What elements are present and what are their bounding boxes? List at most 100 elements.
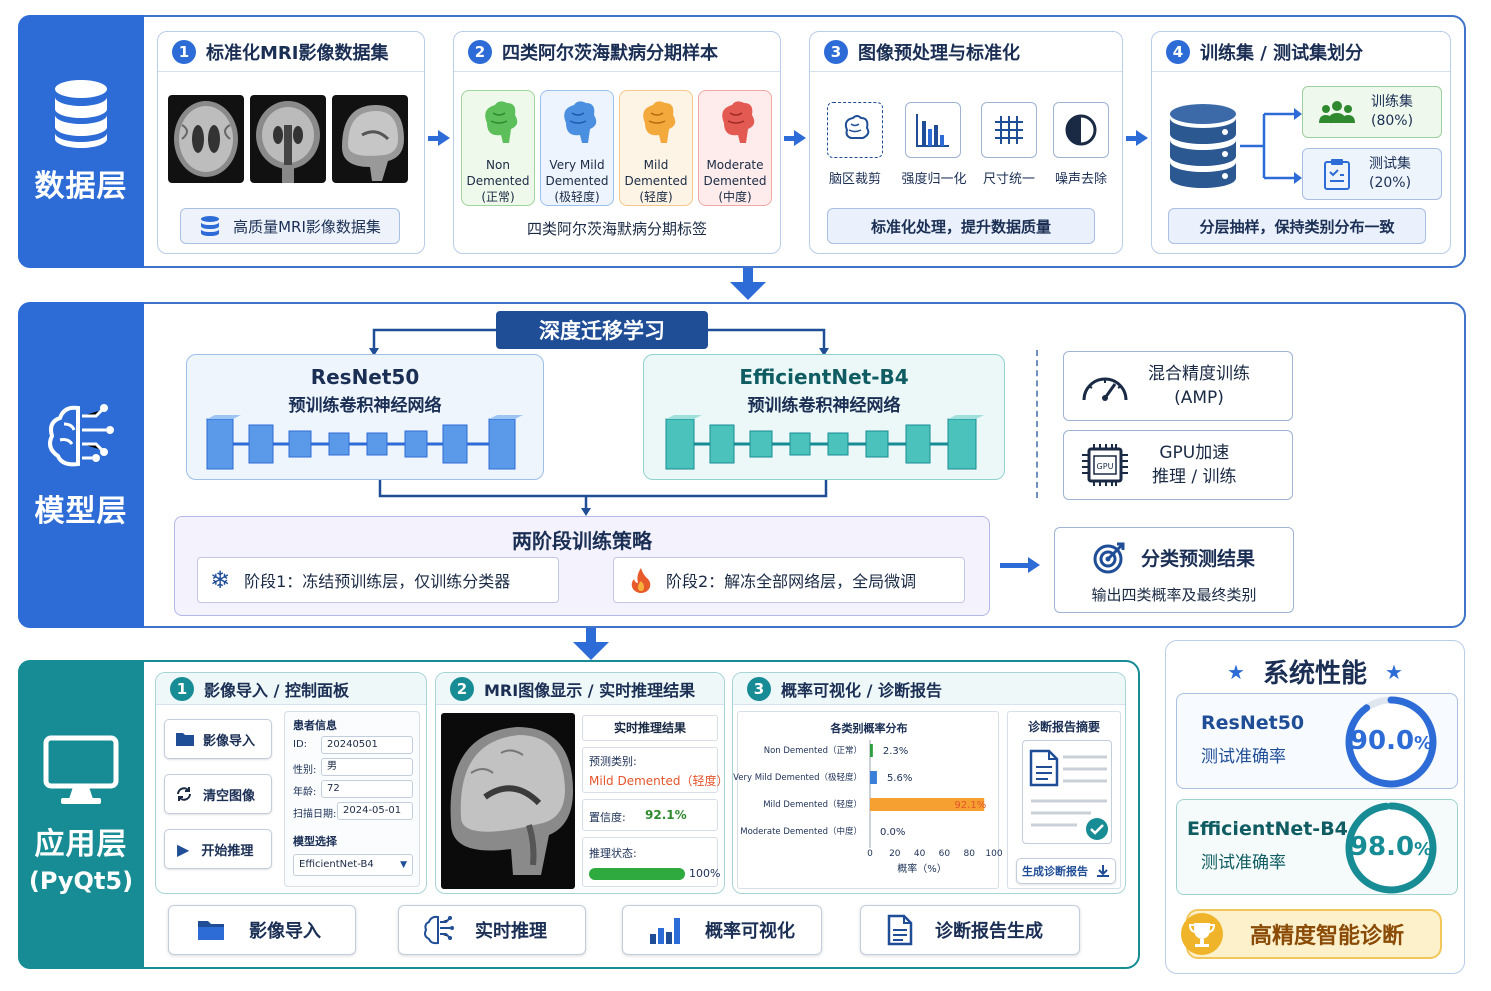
model-select[interactable]: EfficientNet-B4 ▼ (293, 854, 413, 876)
chart-tick-label: 100 (985, 849, 1002, 859)
patient-age-field[interactable]: 72 (321, 780, 413, 798)
brain-icon (485, 101, 518, 143)
predicted-class: Mild Demented（轻度） (589, 774, 729, 788)
generate-report-button[interactable]: 生成诊断报告 (1016, 858, 1116, 884)
step-number: 3 (824, 39, 848, 64)
high-precision-badge: 高精度智能诊断 (1181, 909, 1442, 959)
prediction-box: 预测类别: Mild Demented（轻度） (582, 747, 728, 793)
step-number: 3 (747, 676, 771, 701)
amp-box: 混合精度训练(AMP) (1063, 351, 1293, 421)
resnet-accuracy-ring (1345, 696, 1437, 788)
bottom-visualization-button[interactable]: 概率可视化 (622, 905, 822, 955)
scan-date-field[interactable]: 2024-05-01 (337, 802, 413, 820)
step-label: 尺寸统一 (982, 172, 1035, 187)
ai-brain-icon (424, 915, 454, 945)
merge-connectors (378, 480, 828, 516)
chart-tick-label: 0 (867, 849, 873, 859)
chart-tick-label: 80 (963, 849, 975, 859)
document-icon (1029, 749, 1059, 787)
chart-bar (870, 744, 873, 757)
download-icon (1097, 865, 1109, 877)
bottom-inference-button[interactable]: 实时推理 (398, 905, 586, 955)
database-icon (1170, 104, 1236, 188)
model-layer-label: 模型层 (34, 494, 128, 529)
chart-title: 各类别概率分布 (830, 721, 908, 735)
chart-tick-label: 60 (939, 849, 951, 859)
step-number: 2 (450, 676, 474, 701)
check-icon (1086, 818, 1108, 840)
mri-display (441, 713, 575, 889)
training-strategy-box: 两阶段训练策略 ❄ 阶段1：冻结预训练层，仅训练分类器 阶段2：解冻全部网络层，… (174, 516, 990, 616)
chart-data-label: 0.0% (880, 827, 905, 838)
layer-down-arrow (586, 628, 596, 642)
layer-down-arrow (743, 268, 753, 282)
chart-bar (870, 798, 985, 811)
layer-down-arrow-head (573, 642, 609, 660)
star-icon: ★ (1385, 659, 1403, 684)
ring-progress (1345, 696, 1437, 788)
test-set-box: 测试集(20%) (1302, 148, 1442, 200)
clear-image-button[interactable]: 清空图像 (164, 774, 272, 814)
bottom-report-button[interactable]: 诊断报告生成 (860, 905, 1080, 955)
flow-arrow (784, 136, 796, 141)
transfer-learning-banner: 深度迁移学习 (496, 311, 708, 349)
chevron-down-icon: ▼ (400, 860, 407, 870)
import-image-button[interactable]: 影像导入 (164, 719, 272, 759)
patient-info-panel: 患者信息 ID: 20240501 性别: 男 年龄: 72 扫描日期: 202… (284, 711, 420, 887)
users-icon (1319, 101, 1355, 123)
data-layer-side: 数据层 (18, 15, 144, 268)
step-number: 4 (1166, 39, 1190, 64)
banner-connectors (369, 328, 829, 356)
performance-panel: ★ 系统性能 ★ ResNet50 测试准确率 90.0% EfficientN… (1165, 640, 1465, 974)
chart-category-label: Very Mild Demented（极轻度） (733, 772, 862, 783)
fire-icon (631, 568, 651, 593)
chart-bar (870, 771, 877, 784)
histogram-icon (905, 102, 961, 158)
effnet-accuracy-value: 98.0% (1349, 832, 1433, 862)
mri-coronal-image (250, 95, 326, 183)
flow-arrow (1126, 136, 1138, 141)
step-number: 1 (172, 39, 196, 64)
report-panel: 诊断报告摘要 生成诊断报告 (1007, 711, 1121, 889)
snowflake-icon: ❄ (210, 566, 231, 594)
dataset-pill: 高质量MRI影像数据集 (180, 208, 400, 244)
gpu-box: GPU GPU加速推理 / 训练 (1063, 430, 1293, 500)
chart-tick-label: 40 (914, 849, 926, 859)
patient-sex-field[interactable]: 男 (321, 758, 413, 776)
realtime-result-title: 实时推理结果 (582, 715, 718, 741)
ai-brain-icon (48, 404, 114, 467)
flow-arrow-head (794, 130, 806, 146)
efficientnet-name: EfficientNet-B4 (739, 365, 909, 389)
model-layer-side: 模型层 (18, 302, 144, 628)
start-inference-button[interactable]: ▶开始推理 (164, 829, 272, 869)
divider-dashed (1036, 350, 1038, 498)
bottom-import-button[interactable]: 影像导入 (168, 905, 356, 955)
data-layer-label: 数据层 (34, 168, 128, 204)
chart-tick-label: 20 (889, 849, 901, 859)
resnet50-name: ResNet50 (310, 365, 420, 389)
split-pill: 分层抽样，保持类别分布一致 (1168, 208, 1426, 244)
chart-x-axis-label: 概率（%） (897, 862, 947, 875)
patient-id-field[interactable]: 20240501 (321, 736, 413, 754)
speedometer-icon (1082, 377, 1128, 401)
effnet-accuracy-card: EfficientNet-B4 测试准确率 98.0% (1176, 799, 1458, 895)
report-lines-lower (1031, 799, 1107, 827)
stage1-box: ❄ 阶段1：冻结预训练层，仅训练分类器 (197, 557, 559, 603)
grid-resize-icon (981, 102, 1037, 158)
database-icon (201, 216, 220, 236)
flow-arrow (1000, 563, 1030, 568)
database-icon (55, 79, 107, 148)
folder-icon (198, 921, 224, 940)
effnet-accuracy-ring (1345, 802, 1437, 894)
